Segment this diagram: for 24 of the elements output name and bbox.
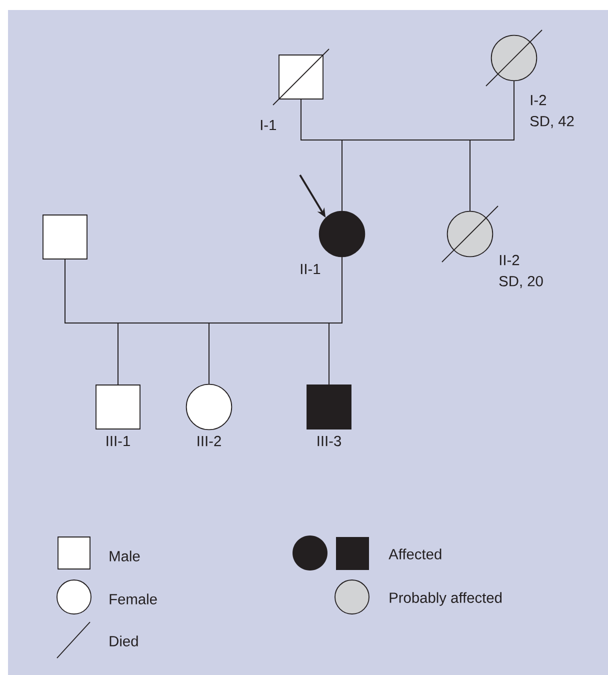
individual-label: III-2 bbox=[198, 436, 221, 446]
male-symbol bbox=[42, 214, 88, 260]
pedigree-line bbox=[470, 80, 514, 212]
individual-label: I-2 bbox=[530, 94, 546, 106]
male-symbol bbox=[306, 384, 352, 430]
legend-label: Died bbox=[110, 636, 138, 646]
individual-label: III-3 bbox=[318, 436, 341, 446]
legend-label: Female bbox=[110, 594, 157, 604]
individual-label: SD, 20 bbox=[499, 276, 543, 288]
legend-label: Affected bbox=[388, 548, 442, 560]
individual-label: III-1 bbox=[106, 436, 130, 446]
individual-label: SD, 42 bbox=[530, 116, 574, 128]
male-symbol bbox=[272, 48, 330, 106]
individual-label: II-2 bbox=[500, 254, 520, 266]
individual-label: II-1 bbox=[300, 264, 320, 274]
female-symbol bbox=[318, 210, 366, 258]
female-symbol bbox=[486, 30, 542, 86]
legend-label: Male bbox=[110, 550, 140, 562]
female-symbol bbox=[442, 206, 498, 262]
legend-label: Probably affected bbox=[390, 592, 502, 606]
male-symbol bbox=[96, 384, 140, 430]
individual-label: I-1 bbox=[260, 120, 276, 130]
female-symbol bbox=[186, 384, 232, 430]
pedigree-line bbox=[328, 256, 342, 385]
